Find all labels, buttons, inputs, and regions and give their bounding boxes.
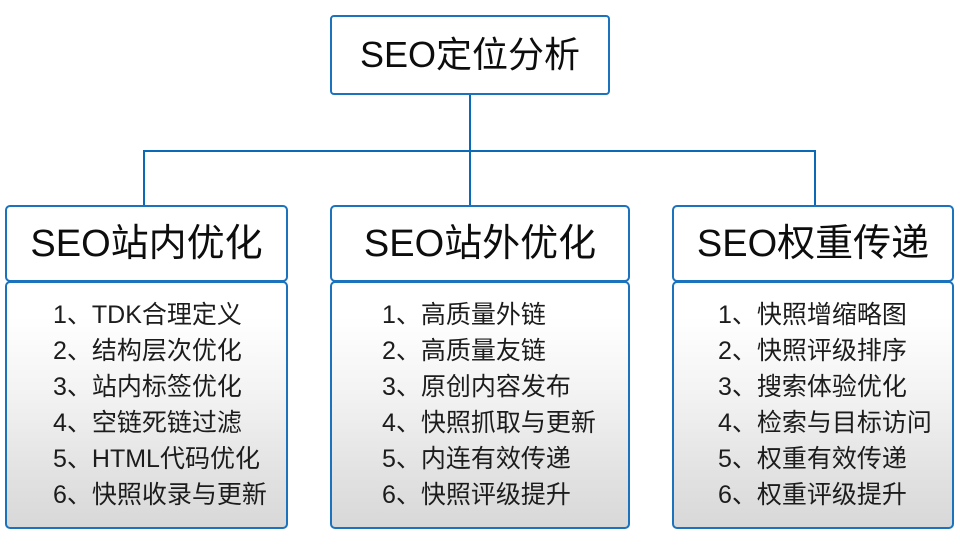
list-item: 2、高质量友链 bbox=[382, 337, 546, 365]
branch-title-3: SEO权重传递 bbox=[696, 222, 930, 265]
list-item: 3、搜索体验优化 bbox=[718, 373, 907, 401]
list-item: 2、快照评级排序 bbox=[718, 337, 907, 365]
branch-title-2: SEO站外优化 bbox=[363, 222, 597, 265]
branch-header-2[interactable]: SEO站外优化 bbox=[330, 205, 630, 282]
branch-list-3: 1、快照增缩略图 2、快照评级排序 3、搜索体验优化 4、检索与目标访问 5、权… bbox=[672, 281, 954, 529]
branch-list-1: 1、TDK合理定义 2、结构层次优化 3、站内标签优化 4、空链死链过滤 5、H… bbox=[5, 281, 288, 529]
list-item: 6、快照评级提升 bbox=[382, 481, 571, 509]
list-item: 6、权重评级提升 bbox=[718, 481, 907, 509]
connector-branch-left bbox=[143, 150, 145, 206]
connector-horizontal-bar bbox=[143, 150, 816, 152]
list-item: 5、内连有效传递 bbox=[382, 445, 571, 473]
list-item: 1、快照增缩略图 bbox=[718, 301, 907, 329]
list-item: 4、检索与目标访问 bbox=[718, 409, 932, 437]
branch-column-1: SEO站内优化 1、TDK合理定义 2、结构层次优化 3、站内标签优化 4、空链… bbox=[5, 205, 288, 529]
list-item: 1、高质量外链 bbox=[382, 301, 546, 329]
branch-column-3: SEO权重传递 1、快照增缩略图 2、快照评级排序 3、搜索体验优化 4、检索与… bbox=[672, 205, 954, 529]
list-item: 5、权重有效传递 bbox=[718, 445, 907, 473]
connector-root-vertical bbox=[469, 95, 471, 151]
list-item: 4、快照抓取与更新 bbox=[382, 409, 596, 437]
branch-header-1[interactable]: SEO站内优化 bbox=[5, 205, 288, 282]
branch-title-1: SEO站内优化 bbox=[30, 222, 263, 265]
branch-column-2: SEO站外优化 1、高质量外链 2、高质量友链 3、原创内容发布 4、快照抓取与… bbox=[330, 205, 630, 529]
list-item: 6、快照收录与更新 bbox=[53, 481, 267, 509]
root-node[interactable]: SEO定位分析 bbox=[330, 15, 610, 95]
list-item: 4、空链死链过滤 bbox=[53, 409, 242, 437]
list-item: 5、HTML代码优化 bbox=[53, 445, 260, 473]
branch-list-2: 1、高质量外链 2、高质量友链 3、原创内容发布 4、快照抓取与更新 5、内连有… bbox=[330, 281, 630, 529]
list-item: 2、结构层次优化 bbox=[53, 337, 242, 365]
connector-branch-right bbox=[814, 150, 816, 206]
root-node-label: SEO定位分析 bbox=[359, 34, 581, 75]
list-item: 3、站内标签优化 bbox=[53, 373, 242, 401]
list-item: 3、原创内容发布 bbox=[382, 373, 571, 401]
connector-branch-middle bbox=[469, 150, 471, 206]
branch-header-3[interactable]: SEO权重传递 bbox=[672, 205, 954, 282]
list-item: 1、TDK合理定义 bbox=[53, 301, 242, 329]
